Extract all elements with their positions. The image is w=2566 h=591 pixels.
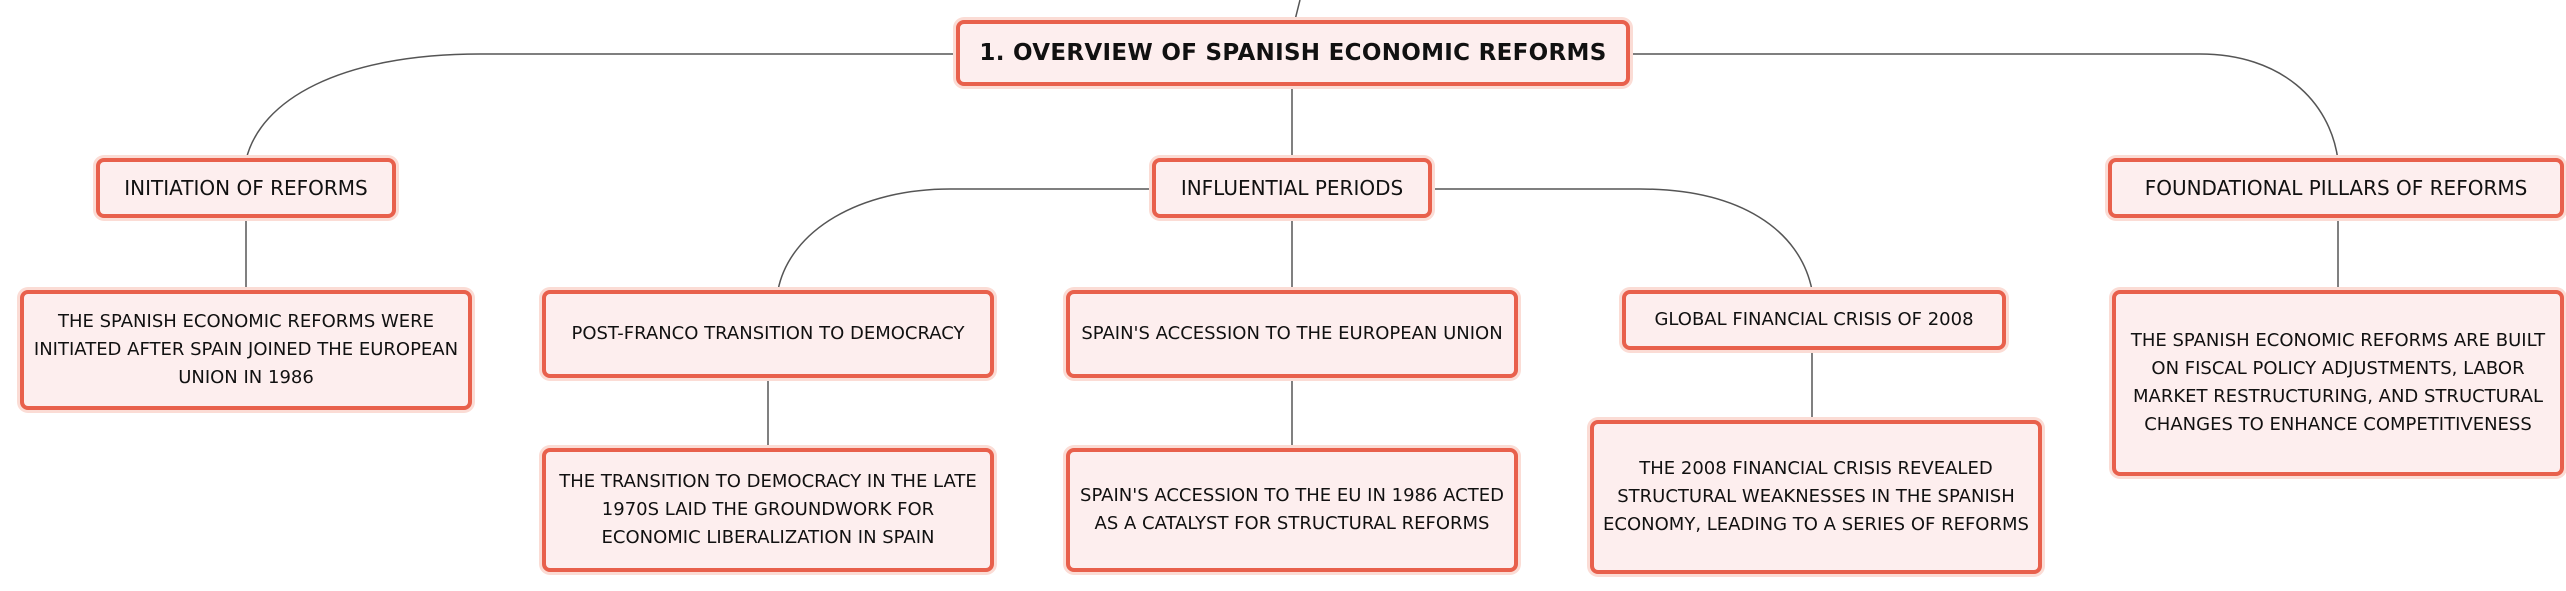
connector-root-parent (1294, 0, 1301, 21)
accession-label: SPAIN'S ACCESSION TO THE EUROPEAN UNION (1081, 323, 1503, 344)
connector-root-pillars (1628, 53, 2339, 161)
branch-pillars-node[interactable]: FOUNDATIONAL PILLARS OF REFORMS (2108, 158, 2564, 218)
branch-initiation-node[interactable]: INITIATION OF REFORMS (96, 158, 396, 218)
connector-root-initiation (245, 53, 958, 161)
branch-initiation-label: INITIATION OF REFORMS (124, 176, 368, 200)
accession-detail-text: SPAIN'S ACCESSION TO THE EU IN 1986 ACTE… (1080, 485, 1504, 534)
crisis-label: GLOBAL FINANCIAL CRISIS OF 2008 (1654, 309, 1974, 330)
branch-pillars-label: FOUNDATIONAL PILLARS OF REFORMS (2144, 176, 2528, 200)
crisis-detail-text: THE 2008 FINANCIAL CRISIS REVEALED STRUC… (1603, 458, 2029, 535)
initiation-detail-text: THE SPANISH ECONOMIC REFORMS WERE INITIA… (33, 311, 459, 388)
postfranco-detail-node[interactable]: THE TRANSITION TO DEMOCRACY IN THE LATE … (542, 448, 994, 572)
pillars-detail-text: THE SPANISH ECONOMIC REFORMS ARE BUILT O… (2130, 330, 2546, 435)
postfranco-label: POST-FRANCO TRANSITION TO DEMOCRACY (571, 323, 965, 344)
accession-node[interactable]: SPAIN'S ACCESSION TO THE EUROPEAN UNION (1066, 290, 1518, 378)
initiation-detail-node[interactable]: THE SPANISH ECONOMIC REFORMS WERE INITIA… (20, 290, 472, 410)
pillars-detail-node[interactable]: THE SPANISH ECONOMIC REFORMS ARE BUILT O… (2112, 290, 2564, 476)
crisis-node[interactable]: GLOBAL FINANCIAL CRISIS OF 2008 (1622, 290, 2006, 350)
branch-influential-label: INFLUENTIAL PERIODS (1180, 176, 1404, 200)
crisis-detail-node[interactable]: THE 2008 FINANCIAL CRISIS REVEALED STRUC… (1590, 420, 2042, 574)
connector-influential-postfranco (777, 188, 1152, 291)
root-topic-node[interactable]: 1. OVERVIEW OF SPANISH ECONOMIC REFORMS (956, 20, 1630, 86)
connector-influential-crisis (1432, 188, 1813, 291)
root-topic-title: 1. OVERVIEW OF SPANISH ECONOMIC REFORMS (979, 40, 1607, 66)
postfranco-detail-text: THE TRANSITION TO DEMOCRACY IN THE LATE … (559, 471, 977, 548)
postfranco-node[interactable]: POST-FRANCO TRANSITION TO DEMOCRACY (542, 290, 994, 378)
accession-detail-node[interactable]: SPAIN'S ACCESSION TO THE EU IN 1986 ACTE… (1066, 448, 1518, 572)
branch-influential-node[interactable]: INFLUENTIAL PERIODS (1152, 158, 1432, 218)
